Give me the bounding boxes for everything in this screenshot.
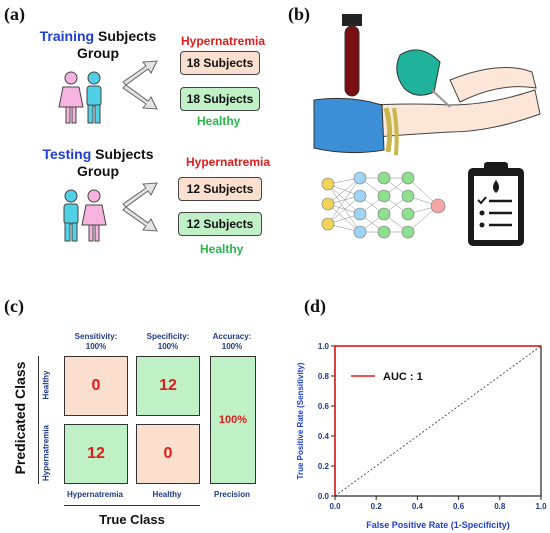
cm-cell-hyper-healthy: 0 — [136, 424, 200, 484]
cm-cell-healthy-healthy: 12 — [136, 356, 200, 416]
cm-accuracy-bar: 100% — [210, 356, 256, 484]
training-group-word: Group — [77, 45, 119, 61]
accuracy-label: Accuracy: — [212, 332, 252, 341]
x-axis-divider — [64, 505, 200, 506]
tourniquet-icon — [383, 107, 399, 156]
blood-tube-icon — [342, 14, 362, 97]
training-subjects-word: Subjects — [94, 28, 157, 44]
accuracy-value: 100% — [221, 342, 243, 351]
x-tick-label: 1.0 — [535, 502, 547, 511]
roc-series-line-0 — [334, 345, 541, 496]
roc-series-line-1 — [334, 345, 542, 497]
specificity-header: Specificity: 100% — [136, 332, 200, 352]
y-axis-label: True Positive Rate (Sensitivity) — [296, 362, 305, 479]
clipboard-report-icon — [468, 162, 524, 246]
panel-label-b: (b) — [288, 4, 310, 24]
sleeve-icon — [313, 97, 385, 154]
x-tick-label: 0.6 — [453, 502, 465, 511]
female-person-icon — [58, 71, 84, 124]
y-tick-label: 0.0 — [318, 492, 330, 501]
gloved-hand-icon — [396, 49, 451, 108]
specificity-value: 100% — [157, 342, 179, 351]
y-axis-divider — [38, 356, 39, 484]
testing-healthy-label: Healthy — [200, 242, 244, 256]
testing-group-word: Group — [77, 163, 119, 179]
cm-cell-hyper-hyper: 12 — [64, 424, 128, 484]
row-label-healthy: Healthy — [41, 370, 51, 400]
training-hyper-count-box: 18 Subjects — [180, 51, 260, 75]
specificity-label: Specificity: — [146, 332, 190, 341]
training-group-title: Training Subjects Group — [28, 28, 168, 62]
testing-hyper-count-box: 12 Subjects — [178, 177, 262, 201]
male-person-icon — [63, 189, 79, 242]
male-person-icon — [86, 71, 102, 124]
testing-word: Testing — [42, 146, 92, 162]
training-word: Training — [39, 28, 95, 44]
panel-label-d: (d) — [304, 296, 326, 316]
neural-network-icon — [321, 171, 446, 239]
accuracy-header: Accuracy: 100% — [208, 332, 256, 352]
cm-cell-healthy-hyper: 0 — [64, 356, 128, 416]
female-person-icon — [81, 189, 107, 242]
testing-hyper-label: Hypernatremia — [186, 155, 271, 169]
x-tick-label: 0.8 — [494, 502, 506, 511]
legend-label: AUC : 1 — [383, 371, 423, 383]
x-tick-label: 0.4 — [412, 502, 424, 511]
blood-draw-illustration — [313, 14, 541, 156]
training-split-arrows-icon — [122, 60, 158, 110]
testing-healthy-count-box: 12 Subjects — [178, 212, 262, 236]
y-tick-label: 0.4 — [318, 432, 330, 441]
col-label-healthy: Healthy — [152, 490, 182, 499]
x-axis-title: True Class — [99, 512, 165, 527]
sensitivity-value: 100% — [85, 342, 107, 351]
sensitivity-label: Sensitivity: — [74, 332, 118, 341]
testing-subjects-word: Subjects — [91, 146, 154, 162]
training-hyper-label: Hypernatremia — [181, 34, 266, 48]
x-tick-label: 0.2 — [371, 502, 383, 511]
x-tick-label: 0.0 — [329, 502, 341, 511]
col-label-precision: Precision — [213, 490, 250, 499]
training-healthy-count-box: 18 Subjects — [180, 87, 260, 111]
panel-label-a: (a) — [4, 4, 25, 24]
y-axis-title: Predicated Class — [12, 361, 28, 475]
training-healthy-label: Healthy — [197, 114, 241, 128]
y-tick-label: 1.0 — [318, 342, 330, 351]
y-tick-label: 0.6 — [318, 402, 330, 411]
training-people-icon — [58, 71, 102, 124]
y-tick-label: 0.2 — [318, 462, 330, 471]
col-label-hypernatremia: Hypernatremia — [66, 490, 124, 499]
panel-label-c: (c) — [4, 296, 24, 316]
x-axis-label: False Positive Rate (1-Specificity) — [366, 520, 510, 530]
testing-people-icon — [63, 189, 107, 242]
y-tick-label: 0.8 — [318, 372, 330, 381]
sensitivity-header: Sensitivity: 100% — [64, 332, 128, 352]
testing-group-title: Testing Subjects Group — [28, 146, 168, 180]
row-label-hypernatremia: Hypernatremia — [41, 424, 51, 482]
testing-split-arrows-icon — [122, 182, 158, 232]
